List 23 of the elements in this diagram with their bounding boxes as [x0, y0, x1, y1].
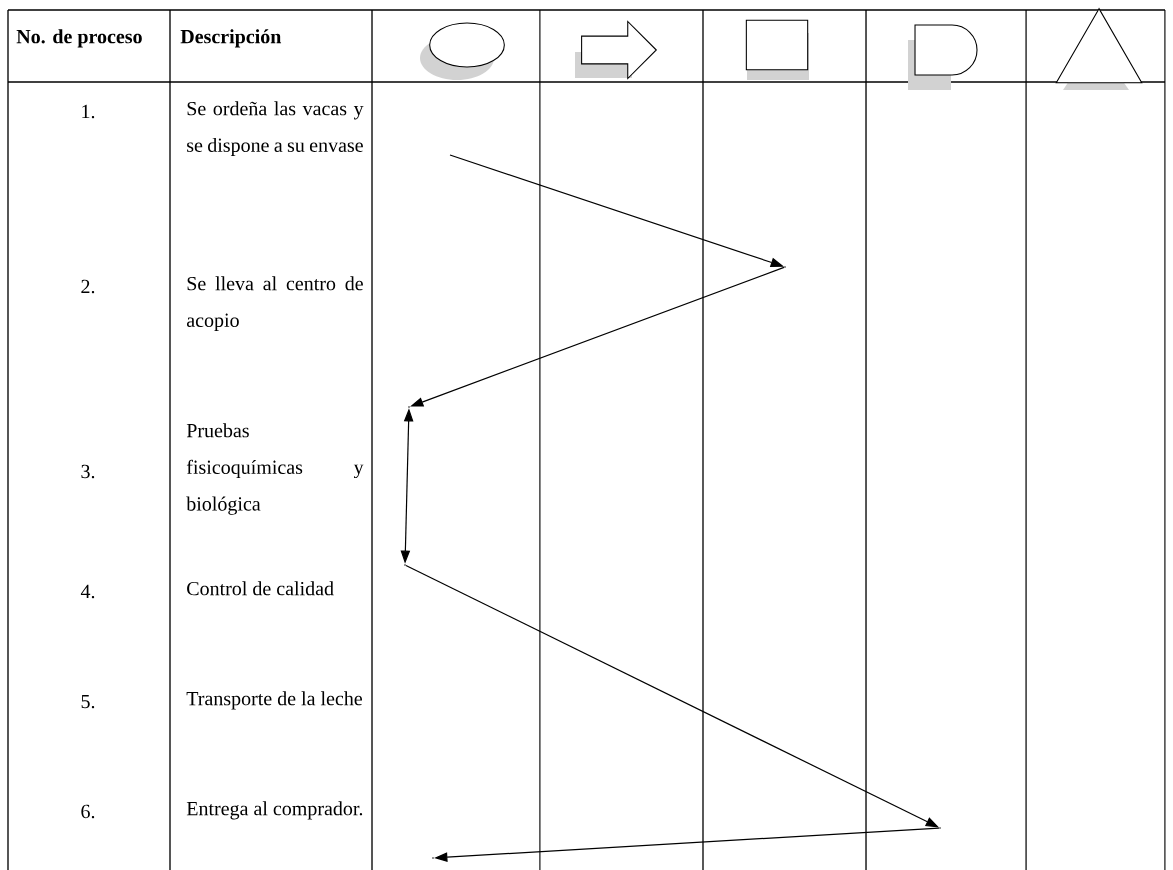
- delay-d-shape: [908, 24, 978, 90]
- step-number: 3.: [81, 464, 95, 479]
- arrow-vertex: [404, 564, 406, 566]
- step-number: 2.: [81, 279, 95, 294]
- step-number: 5.: [81, 694, 95, 709]
- step-number: 4.: [80, 584, 95, 599]
- step-number: 1.: [82, 104, 95, 119]
- arrow-vertex: [432, 857, 434, 859]
- column-header: No. de proceso: [16, 29, 142, 48]
- step-description: Pruebas fisicoquímicas y biológica: [186, 423, 364, 515]
- step-description: Se lleva al centro de acopio: [187, 276, 363, 332]
- operation-ellipse: [420, 22, 505, 80]
- arrow-vertex: [408, 406, 410, 408]
- step-description: Transporte de la leche: [186, 691, 362, 710]
- arrow-vertex: [939, 827, 941, 829]
- step-number: 6.: [81, 804, 95, 819]
- step-description: Se ordeña las vacas y se dispone a su envase: [187, 101, 364, 157]
- arrow: [405, 564, 939, 828]
- step-description: Control de calidad: [187, 581, 334, 596]
- arrow-vertex: [784, 266, 786, 268]
- column-header: Descripción: [180, 29, 282, 48]
- inspection-square: [745, 19, 809, 80]
- step-description: Entrega al comprador.: [186, 801, 363, 820]
